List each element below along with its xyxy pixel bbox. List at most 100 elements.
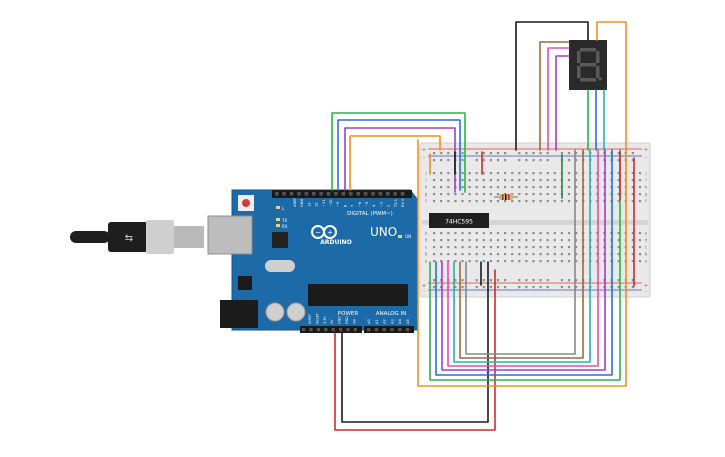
reset-button-cap[interactable]	[242, 199, 250, 207]
terminal-hole	[546, 246, 549, 249]
terminal-hole	[546, 200, 549, 203]
terminal-hole	[482, 200, 485, 203]
chip-74hc595[interactable]	[429, 213, 489, 228]
rail-hole	[518, 279, 521, 282]
terminal-hole	[631, 239, 634, 242]
header-hole	[400, 192, 405, 196]
terminal-hole	[468, 179, 471, 182]
terminal-hole	[525, 193, 528, 196]
header-hole	[282, 192, 286, 196]
terminal-hole	[532, 232, 535, 235]
terminal-hole	[475, 179, 478, 182]
terminal-hole	[440, 253, 443, 256]
pin-label: ~10	[329, 199, 333, 207]
row-letter: i	[425, 178, 426, 183]
resistor[interactable]	[494, 194, 518, 200]
resistor-band-3	[508, 194, 510, 200]
rail-hole	[525, 279, 528, 282]
rail-hole	[440, 152, 443, 155]
header-hole	[356, 192, 360, 196]
terminal-hole	[440, 260, 443, 263]
terminal-hole	[617, 172, 620, 175]
terminal-hole	[440, 172, 443, 175]
wire-brown-seg-f	[459, 149, 584, 359]
power-pin-label: GND	[338, 316, 342, 324]
terminal-hole	[496, 260, 500, 263]
terminal-hole	[489, 200, 492, 203]
header-hole	[386, 192, 390, 196]
rail-minus-sign: -	[645, 155, 647, 161]
rail-hole	[631, 152, 634, 155]
terminal-hole	[539, 253, 542, 256]
terminal-hole	[433, 246, 436, 249]
terminal-hole	[496, 239, 500, 242]
terminal-hole	[482, 179, 485, 182]
tx-led-label: TX	[281, 218, 287, 223]
chip-label: 74HC595	[445, 219, 473, 226]
row-letter: f	[425, 199, 427, 204]
terminal-hole	[617, 200, 620, 203]
terminal-hole	[532, 200, 535, 203]
rail-hole	[525, 159, 528, 162]
rail-hole	[539, 152, 542, 155]
terminal-hole	[504, 232, 507, 235]
header-hole	[390, 328, 394, 332]
wire-purple-seg-c	[441, 149, 606, 371]
wire-blue-pin-9	[337, 119, 461, 191]
terminal-hole	[454, 193, 457, 196]
terminal-hole	[560, 239, 563, 242]
rail-hole	[504, 286, 507, 289]
seven-segment-display[interactable]	[569, 40, 607, 90]
terminal-hole	[567, 253, 571, 256]
atmega328p-chip	[308, 284, 408, 306]
terminal-hole	[575, 246, 578, 249]
rail-hole	[518, 286, 521, 289]
power-pin-label: GND	[345, 316, 349, 324]
terminal-hole	[553, 193, 556, 196]
usb-cable: ⇆	[70, 220, 204, 254]
terminal-hole	[511, 260, 514, 263]
rail-hole	[447, 152, 450, 155]
terminal-hole	[433, 193, 436, 196]
pin-label: 8	[343, 204, 347, 207]
rail-hole	[546, 286, 549, 289]
terminal-hole	[447, 253, 450, 256]
terminal-hole	[496, 232, 500, 235]
wire-orange-pin-7	[349, 135, 441, 191]
terminal-hole	[567, 232, 571, 235]
row-letter: g	[425, 192, 428, 197]
pin-label: ~3	[379, 202, 383, 207]
terminal-hole	[461, 253, 464, 256]
rail-hole	[546, 152, 549, 155]
header-hole	[309, 328, 313, 332]
terminal-hole	[638, 253, 642, 256]
terminal-hole	[461, 260, 464, 263]
usb-plug	[146, 220, 174, 254]
analog-label: ANALOG IN	[376, 311, 407, 317]
terminal-hole	[511, 246, 514, 249]
pin-label: GND	[300, 199, 304, 207]
voltage-regulator	[238, 276, 252, 290]
arduino-brand: ARDUINO	[320, 239, 351, 246]
terminal-hole	[511, 239, 514, 242]
terminal-hole	[468, 246, 471, 249]
wire-red-5v	[334, 269, 496, 431]
terminal-hole	[567, 186, 571, 189]
terminal-hole	[461, 246, 464, 249]
pin-label: ~11	[322, 199, 326, 207]
terminal-hole	[525, 260, 528, 263]
power-pin-label: RESET	[315, 312, 319, 324]
usb-cable-boot	[108, 222, 148, 252]
seven-segment-segments	[577, 48, 600, 82]
terminal-hole	[546, 193, 549, 196]
header-hole	[393, 192, 397, 196]
terminal-hole	[454, 246, 457, 249]
shift-register-chip[interactable]: 74HC595	[429, 213, 489, 228]
terminal-hole	[468, 232, 471, 235]
usb-plug-metal	[174, 226, 204, 248]
terminal-hole	[511, 186, 514, 189]
